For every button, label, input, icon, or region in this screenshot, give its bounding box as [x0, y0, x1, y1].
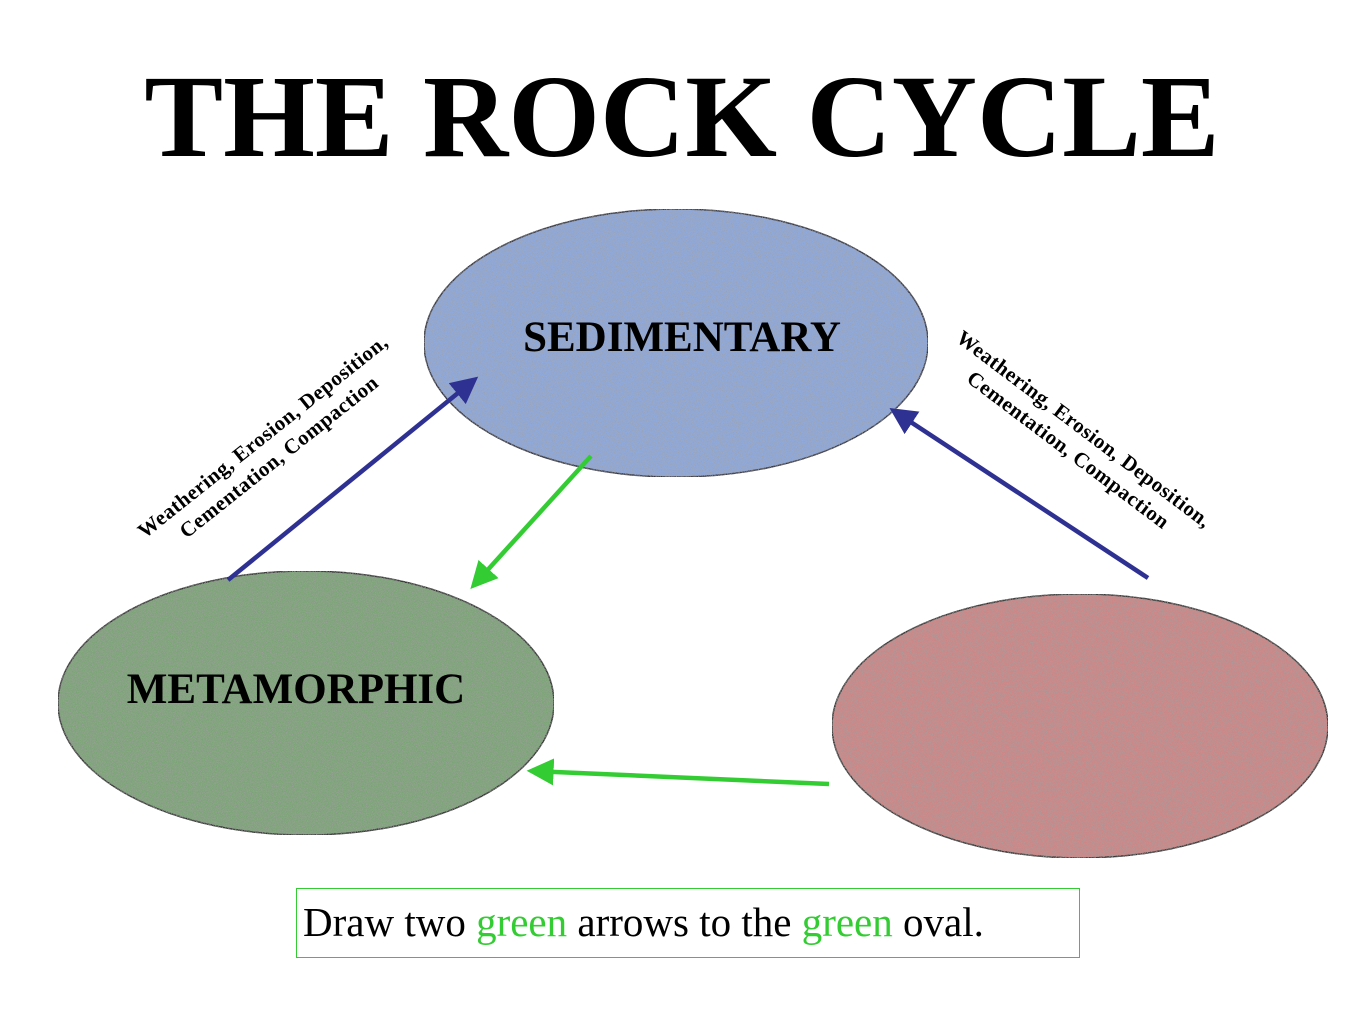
metamorphic-oval	[57, 570, 555, 836]
instruction-text-part1: Draw two	[303, 899, 477, 945]
instruction-text-part3: oval.	[892, 899, 984, 945]
instruction-text-part2: arrows to the	[567, 899, 802, 945]
instruction-green-word-1: green	[476, 899, 568, 945]
green-arrow-red-to-metamorphic	[526, 758, 830, 787]
left-process-label-line1: Weathering, Erosion, Deposition,	[133, 330, 393, 543]
metamorphic-oval-group: METAMORPHIC	[57, 570, 555, 836]
right-process-label-line1: Weathering, Erosion, Deposition,	[952, 325, 1216, 532]
sedimentary-oval-group: SEDIMENTARY	[423, 208, 929, 478]
metamorphic-label: METAMORPHIC	[127, 666, 465, 713]
left-process-label-line2: Cementation, Compaction	[175, 370, 383, 543]
right-process-label: Weathering, Erosion, Deposition, Cementa…	[952, 325, 1216, 534]
blue-arrow-red-to-sedimentary	[889, 408, 1150, 580]
right-process-label-line2: Cementation, Compaction	[962, 366, 1174, 534]
instruction-box: Draw two green arrows to the green oval.	[296, 888, 1080, 958]
page-title: THE ROCK CYCLE	[144, 51, 1219, 182]
instruction-green-word-2: green	[801, 899, 893, 945]
sedimentary-oval	[423, 208, 929, 478]
unlabeled-red-oval	[831, 593, 1329, 859]
blue-arrow-metamorphic-to-sedimentary	[226, 376, 479, 582]
unlabeled-oval-group	[831, 593, 1329, 859]
green-arrow-sedimentary-to-metamorphic	[470, 454, 593, 589]
left-process-label: Weathering, Erosion, Deposition, Cementa…	[133, 330, 393, 543]
sedimentary-label: SEDIMENTARY	[523, 314, 841, 361]
